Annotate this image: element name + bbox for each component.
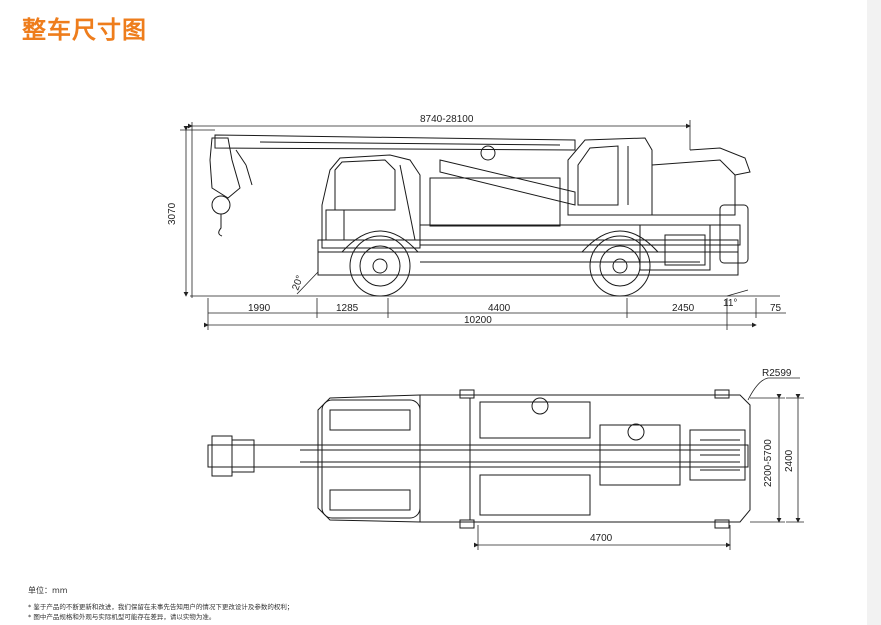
right-edge-bar: [867, 0, 881, 625]
boom-length-label: 8740-28100: [420, 114, 474, 125]
disclaimer-note-2: * 图中产品规格和外观与实际机型可能存在差异，请以实物为准。: [28, 613, 216, 621]
dim-segment-3: 4400: [488, 303, 511, 314]
dim-segment-5: 75: [770, 303, 782, 314]
turning-radius-label: R2599: [762, 368, 792, 379]
top-view-drawing: [207, 389, 751, 529]
overall-width-label: 2400: [784, 449, 795, 472]
side-view-drawing: [190, 134, 780, 297]
dim-segment-1: 1990: [248, 303, 271, 314]
disclaimer-note-1: * 鉴于产品的不断更新和改进，我们保留在未事先告知用户的情况下更改设计及参数的权…: [28, 603, 294, 611]
dim-segment-4: 2450: [672, 303, 695, 314]
departure-angle-label: 11°: [723, 298, 737, 309]
page-title: 整车尺寸图: [22, 16, 147, 44]
outrigger-longitudinal-label: 4700: [590, 533, 613, 544]
overall-length-label: 10200: [464, 315, 492, 326]
overall-height-label: 3070: [167, 202, 178, 225]
dim-segment-2: 1285: [336, 303, 359, 314]
approach-angle-label: 20°: [290, 274, 306, 292]
unit-note: 单位：mm: [28, 586, 68, 595]
outrigger-span-label: 2200-5700: [763, 439, 774, 487]
